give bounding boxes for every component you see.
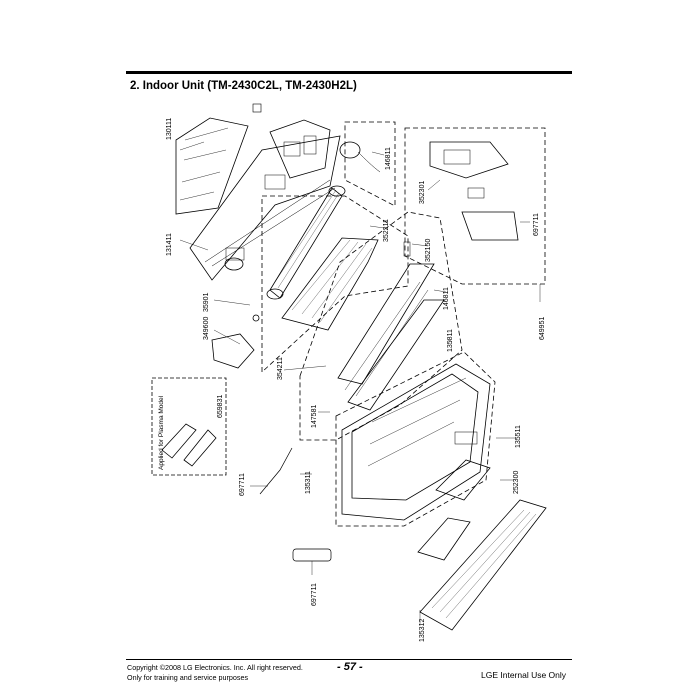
footer-usage: Only for training and service purposes [127,672,249,682]
part-label-697711-a: 697711 [533,213,540,236]
footer-copyright: Copyright ©2008 LG Electronics. Inc. All… [127,663,303,672]
part-label-135811: 135811 [447,329,454,352]
group-outline-vane-assembly [299,211,463,441]
part-label-352150: 352150 [425,239,432,262]
section-title: 2. Indoor Unit (TM-2430C2L, TM-2430H2L) [130,80,357,92]
group-outline-plasma-inset [151,377,227,476]
plasma-filter-parts [161,423,217,467]
part-label-649951: 649951 [539,317,546,340]
remote-controller [292,548,332,562]
front-panel [419,499,547,631]
evaporator-coil [281,237,379,331]
part-label-146811-top: 146811 [385,147,392,170]
part-label-252300: 252300 [513,471,520,494]
footer-rule [126,659,572,660]
front-grille-frame [341,363,491,521]
control-box [429,141,519,241]
cross-flow-fan [266,185,346,300]
fan-motor [339,141,361,159]
group-outline-front-panel [335,351,496,527]
part-label-354211: 354211 [277,357,284,380]
part-label-135311: 135311 [305,471,312,494]
part-label-147581: 147581 [311,405,318,428]
inset-caption: Applied for Plasma Model [158,395,165,470]
page-number: - 57 - [337,661,363,673]
part-label-131411: 131411 [166,233,173,256]
part-label-135312: 135312 [419,619,426,642]
part-label-146811-mid: 146811 [443,287,450,310]
sensor-harness [259,447,293,495]
part-label-130111: 130111 [166,118,173,140]
chassis-base-pan [189,135,341,281]
vane-assembly [337,241,445,411]
part-label-135511: 135511 [515,425,522,448]
group-outline-evaporator [261,195,409,373]
air-filters [417,459,491,561]
part-label-349600: 349600 [203,317,210,340]
part-label-35901: 35901 [203,292,210,312]
part-label-352211: 352211 [383,219,390,242]
part-label-697711-c: 697711 [311,583,318,606]
part-label-352301: 352301 [419,181,426,204]
footer-legal: Copyright ©2008 LG Electronics. Inc. All… [127,663,303,682]
group-outline-motor-assembly [344,121,396,207]
part-label-659831: 659831 [217,395,224,418]
installation-plate [175,117,249,215]
motor-housing [269,119,331,179]
footer-classification: LGE Internal Use Only [481,670,567,680]
motor-bracket [211,333,255,369]
group-outline-control-box [404,127,546,285]
header-rule [126,71,572,74]
part-label-697711-b: 697711 [239,473,246,496]
